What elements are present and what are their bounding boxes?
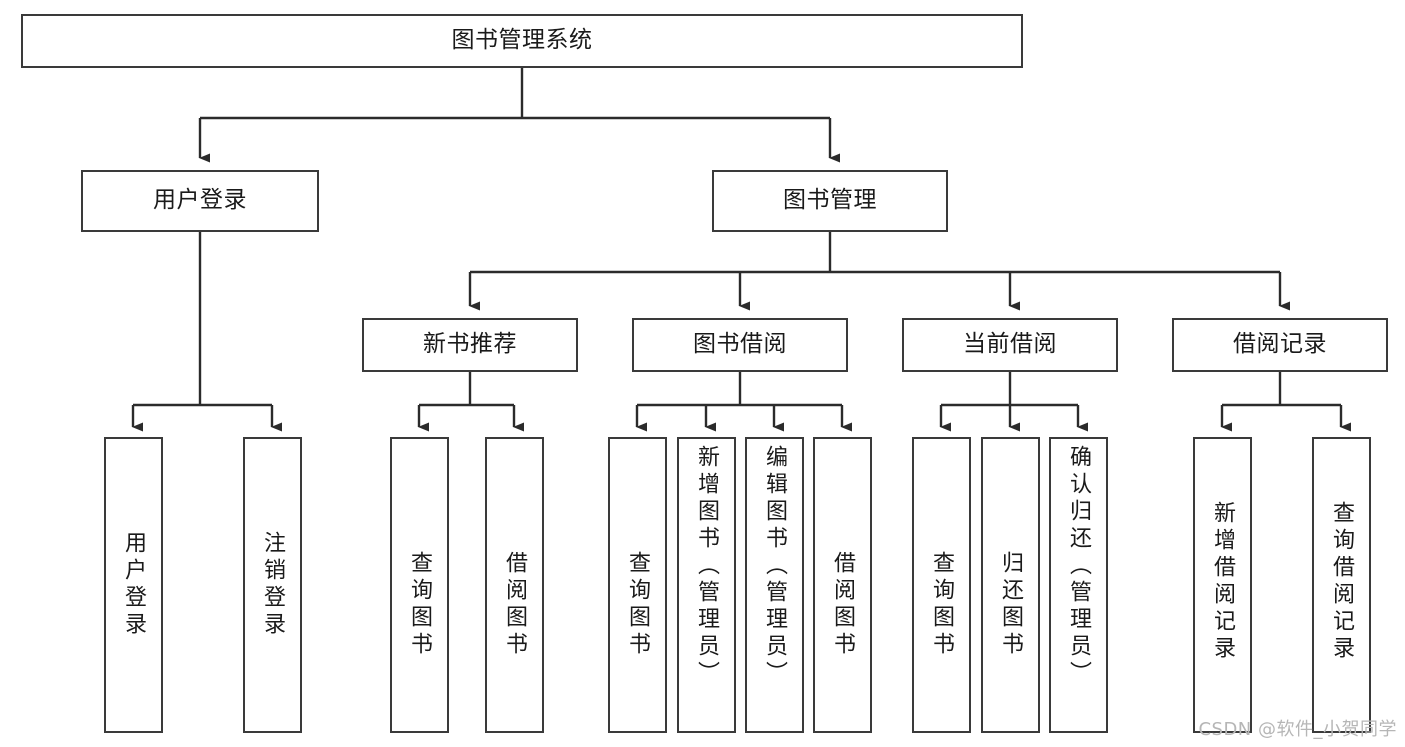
node-label: 用户登录 [153, 187, 247, 214]
leaf-user-login-do-login[interactable]: 用户登录 [104, 437, 163, 733]
node-label: 确认归还（管理员） [1066, 445, 1092, 688]
leaf-current-return-books[interactable]: 归还图书 [981, 437, 1040, 733]
leaf-record-add-record[interactable]: 新增借阅记录 [1193, 437, 1252, 733]
leaf-borrow-add-book-admin[interactable]: 新增图书（管理员） [677, 437, 736, 733]
node-label: 新书推荐 [423, 331, 517, 358]
watermark-text: CSDN @软件_小贺同学 [1198, 719, 1397, 740]
node-current-borrow[interactable]: 当前借阅 [902, 318, 1118, 372]
node-label: 查询图书 [929, 551, 955, 659]
node-user-login[interactable]: 用户登录 [81, 170, 319, 232]
node-label: 归还图书 [998, 551, 1024, 659]
node-label: 注销登录 [260, 531, 286, 639]
node-label: 新增借阅记录 [1210, 501, 1236, 663]
leaf-record-query-record[interactable]: 查询借阅记录 [1312, 437, 1371, 733]
leaf-borrow-query-books[interactable]: 查询图书 [608, 437, 667, 733]
node-label: 查询图书 [625, 551, 651, 659]
leaf-current-confirm-return-admin[interactable]: 确认归还（管理员） [1049, 437, 1108, 733]
node-label: 图书管理 [783, 187, 877, 214]
node-label: 图书管理系统 [451, 27, 593, 54]
leaf-new-book-borrow-books[interactable]: 借阅图书 [485, 437, 544, 733]
node-label: 编辑图书（管理员） [762, 445, 788, 688]
node-label: 图书借阅 [693, 331, 787, 358]
node-label: 查询图书 [407, 551, 433, 659]
node-label: 新增图书（管理员） [694, 445, 720, 688]
node-book-management[interactable]: 图书管理 [712, 170, 948, 232]
node-new-book-recommend[interactable]: 新书推荐 [362, 318, 578, 372]
leaf-current-query-books[interactable]: 查询图书 [912, 437, 971, 733]
node-borrow-record[interactable]: 借阅记录 [1172, 318, 1388, 372]
node-label: 当前借阅 [963, 331, 1057, 358]
node-label: 用户登录 [121, 531, 147, 639]
node-root-library-system[interactable]: 图书管理系统 [21, 14, 1023, 68]
node-label: 查询借阅记录 [1329, 501, 1355, 663]
leaf-borrow-borrow-books[interactable]: 借阅图书 [813, 437, 872, 733]
node-book-borrow[interactable]: 图书借阅 [632, 318, 848, 372]
node-label: 借阅记录 [1233, 331, 1327, 358]
node-label: 借阅图书 [830, 551, 856, 659]
leaf-user-login-logout[interactable]: 注销登录 [243, 437, 302, 733]
leaf-borrow-edit-book-admin[interactable]: 编辑图书（管理员） [745, 437, 804, 733]
node-label: 借阅图书 [502, 551, 528, 659]
leaf-new-book-query-books[interactable]: 查询图书 [390, 437, 449, 733]
